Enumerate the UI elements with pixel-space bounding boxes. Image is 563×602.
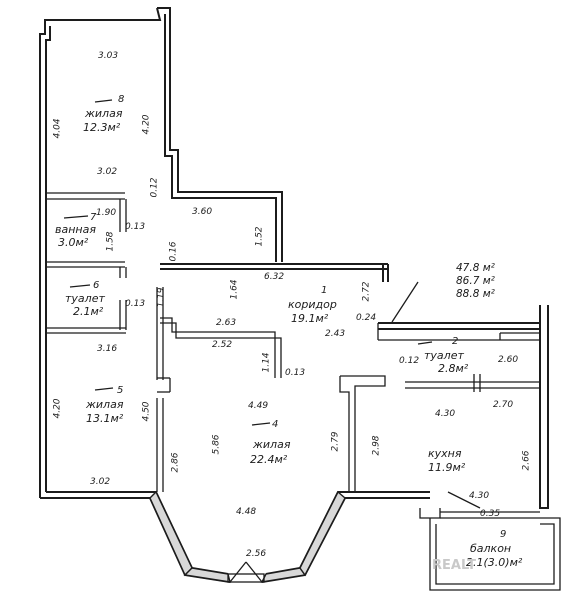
room-6-area: 2.1м² <box>73 305 104 318</box>
dim-2-60: 2.60 <box>498 355 519 365</box>
room-4-number: 4 <box>272 419 279 430</box>
dim-2-79: 2.79 <box>330 431 341 452</box>
dim-2-66: 2.66 <box>521 450 532 471</box>
summary-gross-area: 88.8 м² <box>456 288 495 300</box>
dim-0-13-b: 0.13 <box>125 299 146 309</box>
dim-2-43: 2.43 <box>325 329 346 339</box>
balcony <box>419 508 561 591</box>
room-3-area: 11.9м² <box>428 461 466 474</box>
room-4-area: 22.4м² <box>250 453 288 466</box>
dim-4-49: 4.49 <box>248 401 269 411</box>
room-2-area: 2.8м² <box>438 362 469 375</box>
dim-6-32: 6.32 <box>264 272 285 282</box>
room-2-name: туалет <box>424 349 464 362</box>
room-8-name: жилая <box>85 107 123 120</box>
dim-5-86: 5.86 <box>211 434 222 455</box>
dim-2-52: 2.52 <box>212 340 233 350</box>
partitions <box>46 192 540 509</box>
room-7-name: ванная <box>55 223 96 236</box>
room-7-number: 7 <box>90 212 97 223</box>
room-7-area: 3.0м² <box>58 236 89 249</box>
dim-1-58: 1.58 <box>105 231 116 252</box>
dim-4-48: 4.48 <box>236 507 257 517</box>
summary-living-area: 47.8 м² <box>456 262 495 274</box>
room-9-name: балкон <box>470 542 512 555</box>
dim-1-64: 1.64 <box>229 279 240 300</box>
dim-4-04: 4.04 <box>52 118 63 139</box>
dim-3-16: 3.16 <box>97 344 118 354</box>
dim-1-14: 1.14 <box>261 352 272 373</box>
room-1-area: 19.1м² <box>291 312 329 325</box>
dim-4-50: 4.50 <box>141 401 152 422</box>
room-5-number: 5 <box>117 385 124 396</box>
room-2-number: 2 <box>452 336 459 347</box>
dim-1-52: 1.52 <box>254 226 265 247</box>
dim-0-13-c: 0.13 <box>285 368 306 378</box>
dim-3-02-b: 3.02 <box>90 477 111 487</box>
room-8-number: 8 <box>118 94 125 105</box>
dim-0-12-b: 0.12 <box>399 356 420 366</box>
bay-window <box>149 490 346 583</box>
dim-0-35: 0.35 <box>480 509 501 519</box>
dim-2-70: 2.70 <box>493 400 514 410</box>
dim-0-12-a: 0.12 <box>149 177 160 198</box>
dim-0-16: 0.16 <box>168 241 179 262</box>
summary-total-area: 86.7 м² <box>456 275 495 287</box>
room-3-name: кухня <box>428 447 462 460</box>
room-9-area: 2.1(3.0)м² <box>466 556 523 569</box>
dim-4-30-a: 4.30 <box>435 409 456 419</box>
room-6-name: туалет <box>65 292 105 305</box>
dim-2-86: 2.86 <box>170 452 181 473</box>
room-8-area: 12.3м² <box>83 121 121 134</box>
room-5-area: 13.1м² <box>86 412 124 425</box>
room-1-name: коридор <box>288 298 337 311</box>
dim-3-02: 3.02 <box>97 167 118 177</box>
room-4-name: жилая <box>253 438 291 451</box>
dim-0-13-a: 0.13 <box>125 222 146 232</box>
dim-4-20-a: 4.20 <box>141 114 152 135</box>
dim-4-30-b: 4.30 <box>469 491 490 501</box>
room-5-name: жилая <box>86 398 124 411</box>
room-6-number: 6 <box>93 280 100 291</box>
dim-1-19: 1.19 <box>156 287 167 308</box>
dim-4-20-b: 4.20 <box>52 398 63 419</box>
dim-2-63: 2.63 <box>216 318 237 328</box>
dim-2-72: 2.72 <box>361 281 372 302</box>
dim-3-60: 3.60 <box>192 207 213 217</box>
leader-marks <box>63 99 433 426</box>
dim-3-03: 3.03 <box>98 51 119 61</box>
watermark: REALT <box>432 558 476 573</box>
room-9-number: 9 <box>500 529 507 540</box>
dim-0-24: 0.24 <box>356 313 377 323</box>
dim-2-98: 2.98 <box>371 435 382 456</box>
dim-2-56: 2.56 <box>246 549 267 559</box>
dim-1-90: 1.90 <box>96 208 117 218</box>
room-1-number: 1 <box>321 285 328 296</box>
